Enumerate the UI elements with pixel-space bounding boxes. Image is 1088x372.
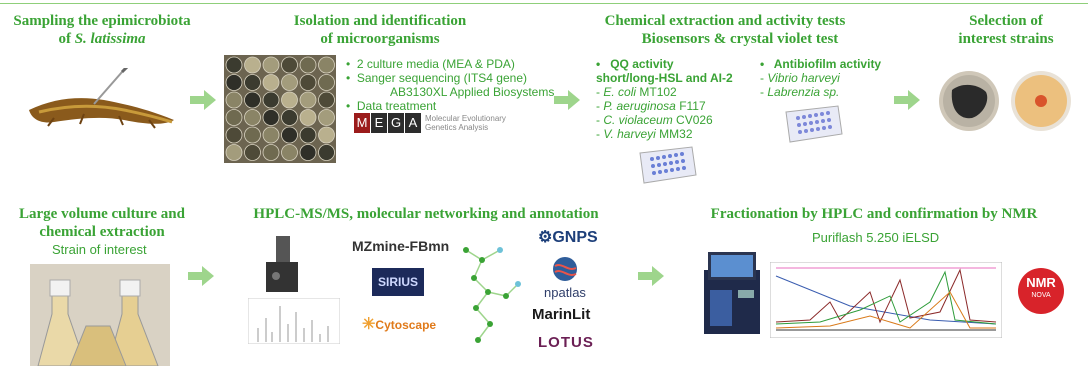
petri-dish bbox=[225, 56, 243, 74]
npatlas-logo: npatlas bbox=[544, 256, 586, 300]
step5-title: Large volume culture and chemical extrac… bbox=[19, 206, 185, 240]
arrow-right-icon bbox=[190, 90, 216, 110]
petri-dish bbox=[225, 126, 243, 144]
lotus-logo: LOTUS bbox=[538, 334, 594, 351]
petri-dish bbox=[281, 109, 298, 126]
gnps-logo: ⚙GNPS bbox=[538, 229, 598, 246]
qq-activity-list: • QQ activity short/long-HSL and AI-2 - … bbox=[596, 57, 733, 141]
step2-bullet-list: • 2 culture media (MEA & PDA) • Sanger s… bbox=[346, 57, 555, 113]
marinlit-logo: MarinLit bbox=[532, 306, 591, 323]
mzmine-logo: MZmine-FBmn bbox=[352, 238, 450, 254]
nmr-logo: NMR NOVA bbox=[1018, 268, 1064, 314]
culture-flasks-image bbox=[30, 264, 170, 366]
petri-dish bbox=[244, 109, 261, 126]
petri-dish bbox=[299, 144, 317, 161]
arrow-right-icon bbox=[188, 266, 214, 286]
petri-dish bbox=[299, 56, 317, 74]
microplate-image bbox=[785, 105, 843, 143]
sirius-logo: SIRIUS bbox=[372, 268, 424, 296]
petri-dish bbox=[225, 91, 243, 109]
selected-strain-dish-image bbox=[1011, 71, 1071, 131]
microplate-image bbox=[639, 146, 697, 184]
petri-dish bbox=[244, 74, 261, 91]
petri-dish bbox=[281, 74, 298, 91]
step1-title: Sampling the epimicrobiota of S. latissi… bbox=[13, 13, 191, 47]
seaweed-sample-image bbox=[29, 68, 174, 129]
bullet-data-treatment: Data treatment bbox=[356, 99, 437, 113]
petri-dish bbox=[244, 144, 261, 161]
arrow-right-icon bbox=[638, 266, 664, 286]
step3-title: Chemical extraction and activity tests B… bbox=[604, 13, 846, 47]
petri-dish bbox=[318, 56, 335, 74]
petri-dish bbox=[299, 91, 317, 109]
petri-dish bbox=[262, 74, 280, 91]
petri-dish bbox=[244, 126, 261, 144]
mass-spectrometer-image bbox=[266, 236, 298, 292]
step4-title: Selection of interest strains bbox=[958, 13, 1054, 47]
petri-dish bbox=[262, 126, 280, 144]
petri-dish bbox=[281, 126, 298, 144]
molecular-network-image bbox=[463, 247, 521, 343]
petri-dish bbox=[318, 74, 335, 91]
selected-strain-dish-image bbox=[939, 71, 999, 131]
petri-dish bbox=[281, 56, 298, 74]
top-divider-line bbox=[0, 3, 1088, 4]
petri-dish bbox=[262, 144, 280, 161]
petri-dish bbox=[318, 144, 335, 161]
step7-subtitle: Puriflash 5.250 iELSD bbox=[812, 230, 940, 245]
bullet-ab3130: AB3130XL Applied Biosystems bbox=[390, 85, 555, 99]
petri-dish bbox=[225, 144, 243, 161]
antibiofilm-list: • Antibiofilm activity - Vibrio harveyi … bbox=[760, 57, 882, 99]
petri-dish bbox=[225, 74, 243, 91]
step6-title: HPLC-MS/MS, molecular networking and ann… bbox=[253, 206, 599, 222]
petri-dish bbox=[299, 109, 317, 126]
bullet-culture-media: 2 culture media (MEA & PDA) bbox=[356, 57, 515, 71]
cytoscape-logo: ✳Cytoscape bbox=[362, 316, 437, 333]
globe-icon bbox=[552, 257, 577, 281]
chromatogram-image bbox=[770, 262, 1002, 338]
petri-dish bbox=[262, 109, 280, 126]
petri-dish bbox=[318, 91, 335, 109]
petri-dish bbox=[281, 144, 298, 161]
arrow-right-icon bbox=[894, 90, 920, 110]
petri-dish bbox=[244, 56, 261, 74]
petri-dish bbox=[299, 74, 317, 91]
petri-dish bbox=[244, 91, 261, 109]
step7-title: Fractionation by HPLC and confirmation b… bbox=[710, 206, 1038, 222]
step2-title: Isolation and identification of microorg… bbox=[293, 13, 467, 47]
puriflash-instrument-image bbox=[704, 252, 760, 334]
petri-dish bbox=[318, 109, 335, 126]
step5-subtitle: Strain of interest bbox=[52, 242, 147, 257]
bullet-sanger: Sanger sequencing (ITS4 gene) bbox=[356, 71, 527, 85]
petri-dishes-image bbox=[224, 55, 336, 163]
petri-dish bbox=[318, 126, 335, 144]
arrow-right-icon bbox=[554, 90, 580, 110]
petri-dish bbox=[262, 91, 280, 109]
petri-dish bbox=[281, 91, 298, 109]
mega-logo: M E G A Molecular Evolutionary Genetics … bbox=[354, 113, 506, 133]
petri-dish bbox=[262, 56, 280, 74]
spectrum-plot-image bbox=[248, 298, 340, 344]
petri-dish bbox=[299, 126, 317, 144]
petri-dish bbox=[225, 109, 243, 126]
